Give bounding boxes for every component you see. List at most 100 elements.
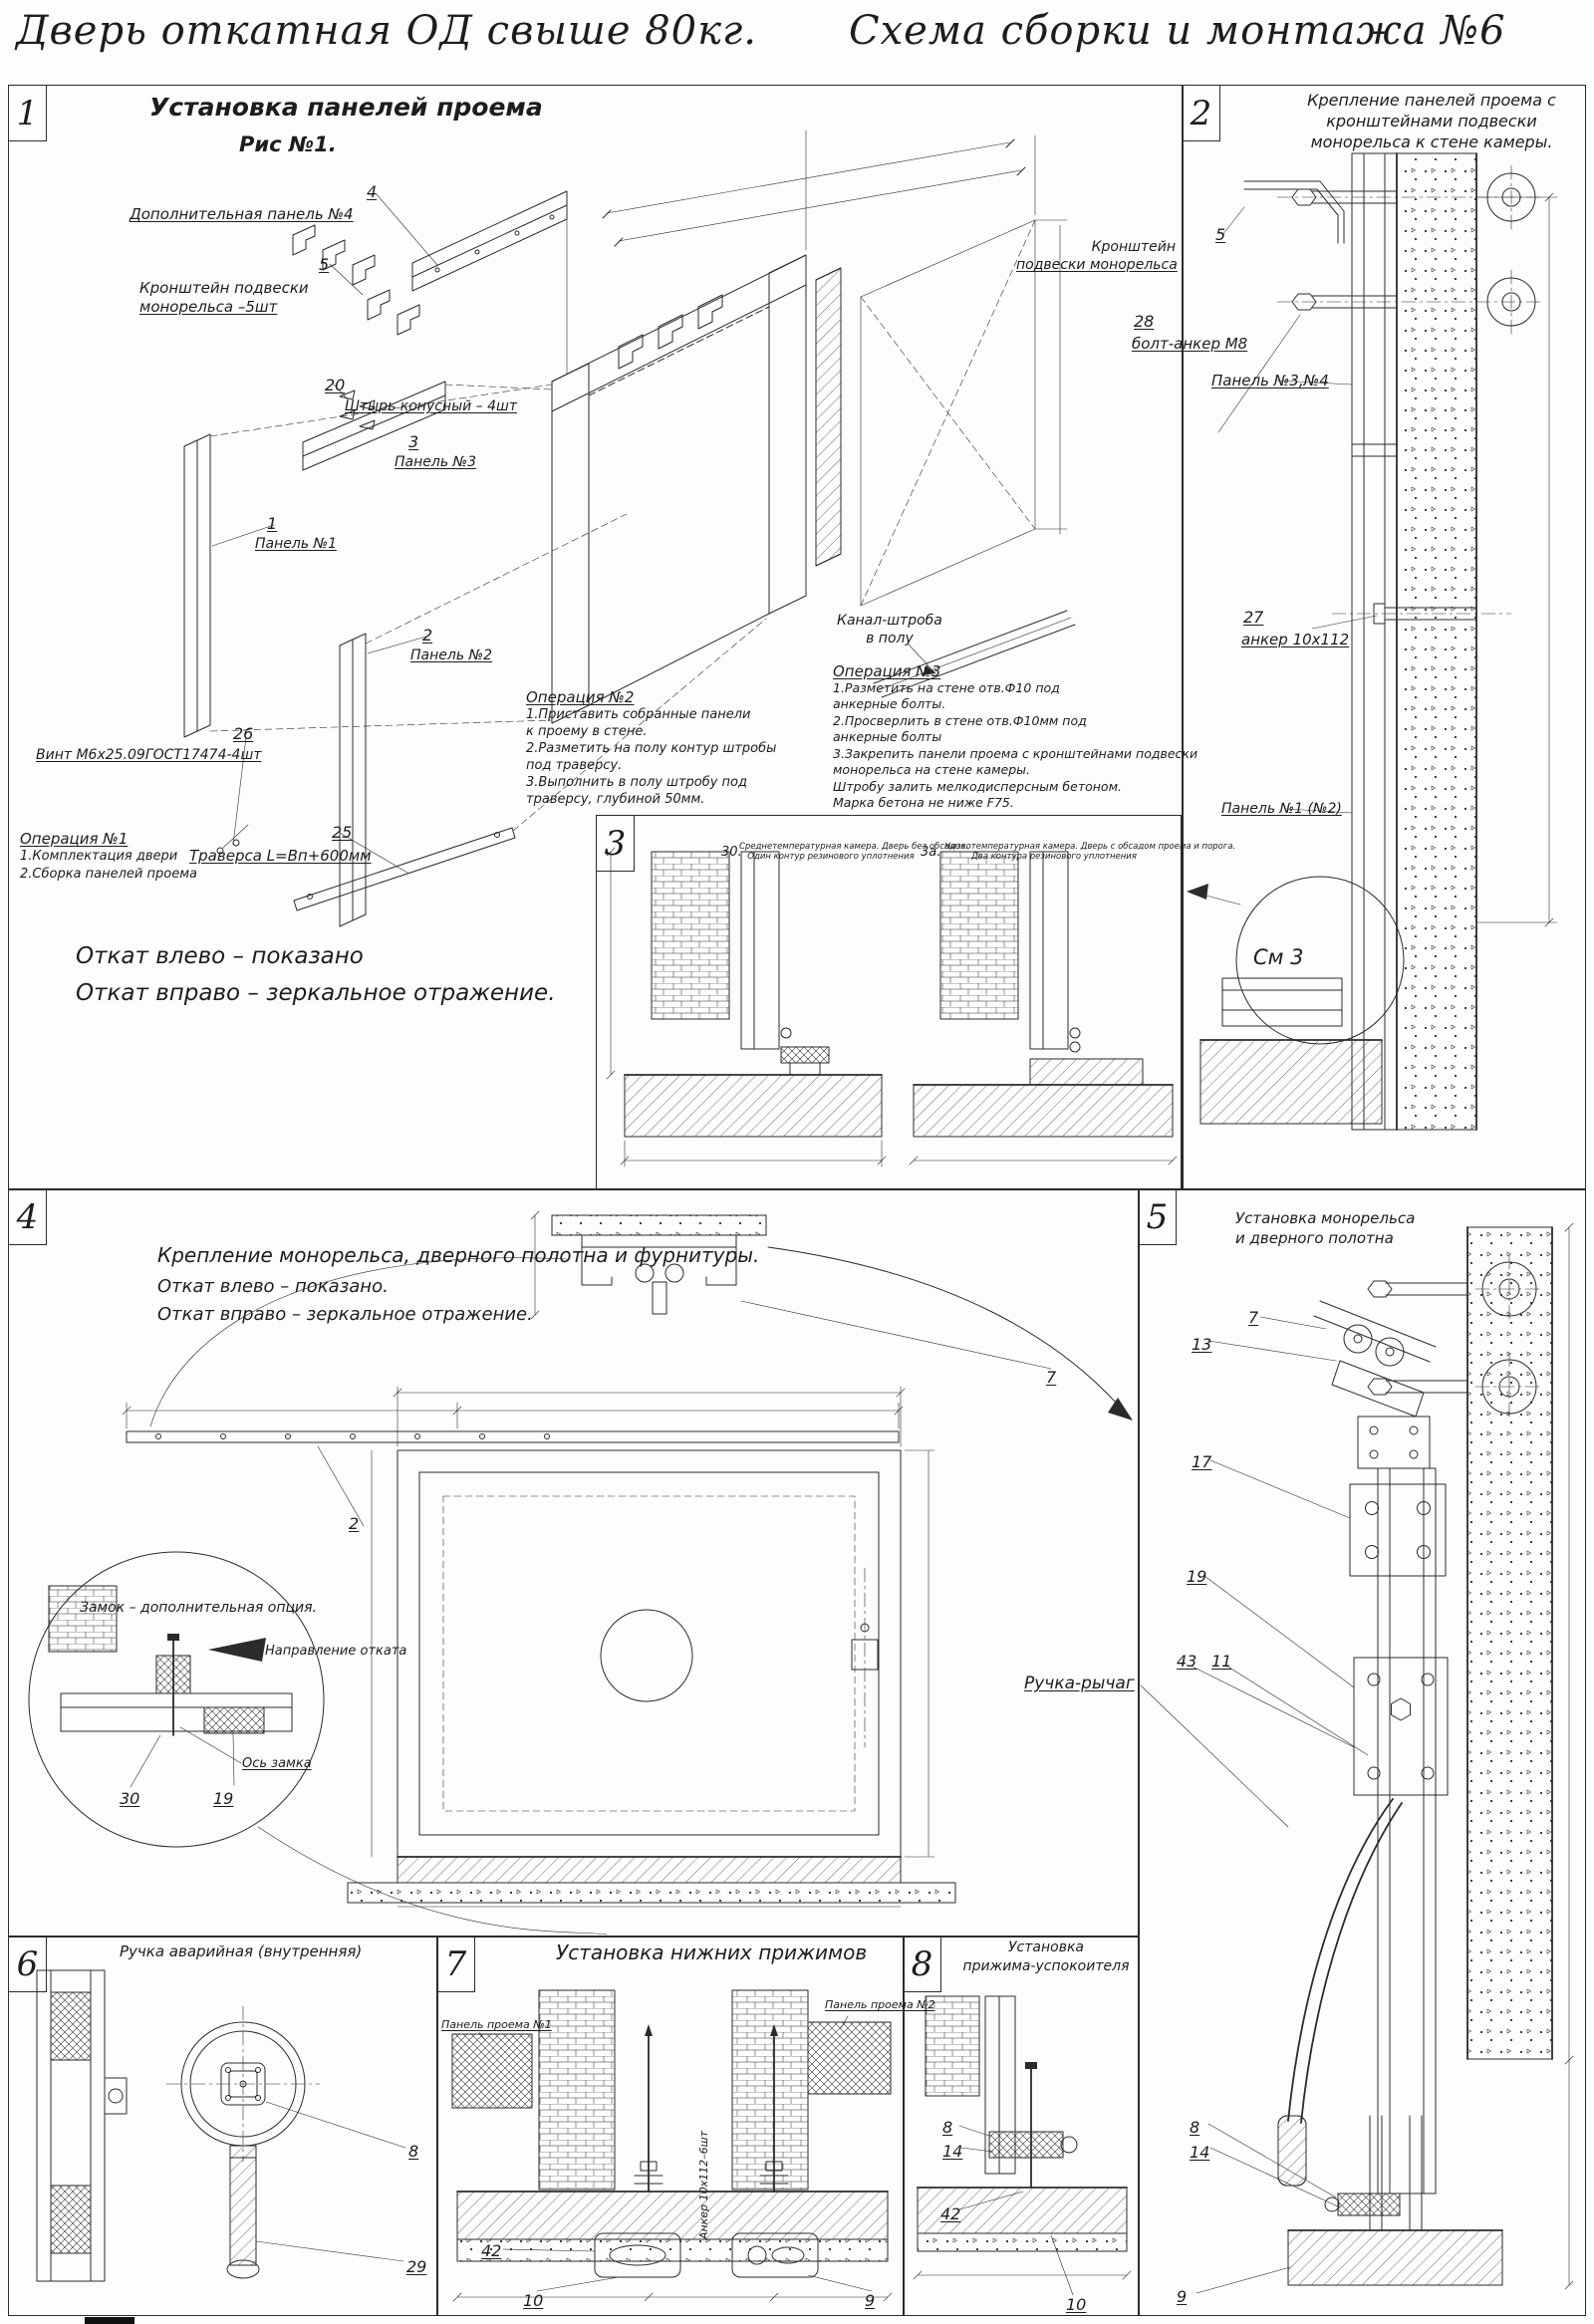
s1-label-channel-line2: в полу (866, 630, 914, 646)
s5-callout-17: 17 (1192, 1452, 1212, 1471)
s8-title-line1: Установка (1008, 1939, 1084, 1955)
s2-title-line: монорельса к стене камеры. (1310, 132, 1553, 151)
s2-label-panel-1-2: Панель №1 (№2) (1221, 801, 1342, 817)
s1-figure-caption: Рис №1. (239, 132, 337, 156)
section-8-damper-clamp: 8 (903, 1936, 1140, 2316)
s1-op1-line: 2.Сборка панелей проема (20, 867, 197, 882)
s1-exploded-isometric-drawing (183, 129, 1076, 927)
s6-callout-8: 8 (408, 2142, 419, 2161)
s3-detail-3a-header: Низкотемпературная камера. Дверь с обсад… (944, 842, 1235, 862)
s1-op3-line: 1.Разметить на стене отв.Ф10 под (833, 679, 1060, 695)
s4-title: Крепление монорельса, дверного полотна и… (157, 1243, 760, 1267)
s2-title-line: кронштейнами подвески (1326, 112, 1537, 130)
s3-detail-30-header-line: Один контур резинового уплотнения (747, 852, 915, 862)
s3-detail-30-header-line: Среднетемпературная камера. Дверь без об… (739, 842, 968, 852)
s7-label-anchor: Анкер 10х112–6шт (697, 2130, 710, 2239)
section-7-number: 7 (437, 1937, 475, 1992)
s1-note-slide-left: Откат влево – показано (76, 943, 364, 969)
s6-emergency-handle-drawing (36, 1969, 406, 2282)
s2-callout-28: 28 (1134, 312, 1155, 331)
s5-title: Установка монорельса и дверного полотна (1235, 1208, 1415, 1248)
s7-callout-10: 10 (523, 2291, 544, 2310)
s1-operation-3: Операция №3 1.Разметить на стене отв.Ф10… (833, 663, 1197, 812)
s7-label-panel1: Панель проема №1 (441, 2018, 552, 2031)
s5-callout-9: 9 (1177, 2287, 1188, 2306)
s1-op2-line: траверсу, глубиной 50мм. (526, 792, 705, 807)
section-6-number: 6 (9, 1937, 47, 1992)
s1-callout-3: 3 (408, 432, 419, 451)
s1-label-bracket-line2: монорельса –5шт (139, 298, 278, 317)
s2-label-bracket-line1: Кронштейн (1091, 239, 1176, 255)
sheet-subtitle: Схема сборки и монтажа №6 (849, 8, 1506, 54)
section-7-bottom-clamps: 7 (436, 1936, 905, 2316)
s5-title-line2: и дверного полотна (1235, 1229, 1394, 1247)
s3-detail-30-header: Среднетемпературная камера. Дверь без об… (739, 842, 968, 862)
s1-op3-line: анкерные болты. (833, 696, 946, 711)
s1-callout-2: 2 (422, 626, 433, 645)
s1-callout-25: 25 (332, 823, 353, 842)
s1-op1-line: 1.Комплектация двери (20, 849, 178, 864)
section-1-panels-installation: 1 (8, 85, 1184, 1190)
section-8-number: 8 (904, 1937, 941, 1992)
s5-callout-11: 11 (1211, 1652, 1232, 1671)
s8-callout-42: 42 (940, 2204, 961, 2223)
s7-callout-9: 9 (865, 2291, 876, 2310)
s1-op3-line: Марка бетона не ниже F75. (833, 795, 1014, 810)
s1-op2-title: Операция №2 (526, 688, 635, 706)
s4-callout-2: 2 (349, 1514, 360, 1533)
section-6-emergency-handle: 6 (8, 1936, 438, 2316)
s5-callout-19: 19 (1187, 1567, 1207, 1586)
s1-label-traverse: Траверса L=Вп+600мм (189, 847, 372, 865)
s3-detail-3a-number: 3а. (921, 845, 941, 860)
s1-title: Установка панелей проема (149, 93, 543, 122)
s1-op3-line: 3.Закрепить панели проема с кронштейнами… (833, 745, 1198, 761)
s6-title: Ручка аварийная (внутренняя) (120, 1942, 363, 1960)
s2-title: Крепление панелей проема с кронштейнами … (1293, 90, 1570, 152)
s1-label-screw: Винт М6х25.09ГОСТ17474-4шт (36, 747, 262, 763)
s2-title-line: Крепление панелей проема с (1307, 91, 1556, 110)
section-1-number: 1 (9, 86, 47, 141)
section-3-floor-details: 3 (596, 815, 1182, 1190)
s4-handle-lever-label: Ручка-рычаг (1024, 1674, 1135, 1693)
s2-label-bracket-line2: подвески монорельса (1016, 256, 1178, 273)
s2-label-panels-3-4: Панель №3,№4 (1211, 372, 1329, 389)
s4-lock-axis-label: Ось замка (242, 1756, 312, 1771)
s1-label-panel2: Панель №2 (410, 647, 492, 663)
s1-label-bracket-line1: Кронштейн подвески (139, 279, 309, 297)
s1-operation-2: Операция №2 1.Приставить собранные панел… (526, 689, 776, 808)
s1-op3-line: 2.Просверлить в стене отв.Ф10мм под (833, 712, 1087, 728)
s4-door-elevation-drawing (28, 1210, 1133, 1936)
s4-direction-label: Направление отката (265, 1644, 407, 1659)
s2-label-anchor: анкер 10х112 (1241, 631, 1350, 648)
s4-note-slide-left: Откат влево – показано. (157, 1276, 389, 1297)
s2-see-detail-3: См 3 (1253, 945, 1304, 969)
s7-callout-42: 42 (481, 2241, 502, 2260)
s5-callout-8: 8 (1190, 2118, 1200, 2137)
s1-label-panel1: Панель №1 (255, 536, 337, 552)
section-5-number: 5 (1139, 1189, 1177, 1245)
s5-title-line1: Установка монорельса (1235, 1209, 1416, 1227)
s1-op2-line: под траверсу. (526, 758, 623, 773)
s1-operation-1: Операция №1 1.Комплектация двери 2.Сборк… (20, 830, 197, 884)
s1-op2-line: к проему в стене. (526, 724, 648, 739)
registration-mark (85, 2317, 134, 2324)
s2-label-bracket: Кронштейн подвески монорельса (1016, 239, 1178, 275)
s4-callout-7: 7 (1046, 1368, 1057, 1387)
s8-callout-10: 10 (1066, 2295, 1087, 2314)
s4-callout-19: 19 (213, 1789, 234, 1808)
s1-callout-4: 4 (367, 182, 378, 201)
s5-callout-7: 7 (1248, 1308, 1259, 1327)
section-2-number: 2 (1183, 86, 1220, 141)
s1-label-panel4: Дополнительная панель №4 (130, 205, 354, 223)
s2-callout-27: 27 (1243, 608, 1264, 627)
sheet-title: Дверь откатная ОД свыше 80кг. (16, 8, 757, 54)
s3-detail-3a-header-line: Два контура резинового уплотнения (971, 852, 1137, 862)
s1-op3-line: монорельса на стене камеры. (833, 762, 1030, 777)
s7-title: Установка нижних прижимов (556, 1940, 868, 1964)
s1-callout-20: 20 (325, 376, 346, 394)
s6-callout-29: 29 (406, 2257, 427, 2276)
s4-lock-option-note: Замок – дополнительная опция. (80, 1600, 317, 1616)
s1-label-bracket: Кронштейн подвески монорельса –5шт (139, 279, 309, 317)
s1-op2-line: 3.Выполнить в полу штробу под (526, 775, 748, 790)
